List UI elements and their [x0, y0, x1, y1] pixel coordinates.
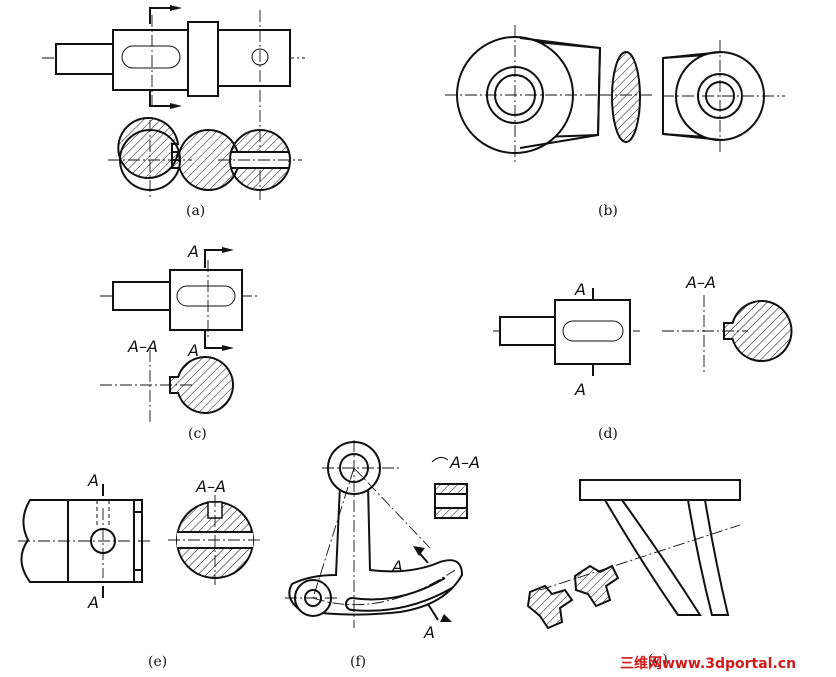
watermark-text: 三维网www.3dportal.cn [620, 655, 796, 672]
label-c-top: A [187, 242, 199, 261]
figure-e-part [18, 484, 152, 598]
label-f-cut-lower: A [423, 623, 435, 642]
label-c-bottom: A [187, 341, 199, 360]
label-d-bottom: A [574, 380, 586, 399]
figure-a-shaft [42, 5, 305, 200]
label-c-section: A–A [127, 337, 158, 356]
caption-f: (f) [350, 654, 366, 670]
caption-d: (d) [598, 426, 618, 442]
caption-c: (c) [188, 426, 207, 442]
label-e-bottom: A [87, 593, 99, 612]
caption-g: (g) [648, 652, 668, 668]
label-f-cut-upper: A [391, 557, 403, 576]
figure-a-section-right [218, 129, 302, 191]
caption-e: (e) [148, 654, 167, 670]
label-d-section: A–A [685, 273, 716, 292]
label-d-top: A [574, 280, 586, 299]
label-e-section: A–A [195, 477, 226, 496]
caption-a: (a) [186, 203, 205, 219]
figure-f-section [434, 483, 468, 519]
figure-d-shaft [493, 288, 640, 376]
figure-g-bracket [526, 479, 741, 630]
figure-b-link-left [445, 25, 602, 165]
figure-b-link-right [662, 40, 785, 155]
label-f-section: A–A [449, 453, 480, 472]
figure-f-lever [285, 440, 464, 628]
label-e-top: A [87, 471, 99, 490]
figure-c-section [100, 350, 234, 425]
caption-b: (b) [598, 203, 618, 219]
figure-b-section [600, 51, 655, 143]
figure-c-shaft [100, 247, 258, 351]
figure-a-section-left [108, 117, 240, 200]
figure-e-section [168, 495, 262, 585]
figure-d-section [662, 295, 793, 372]
arrow-f-section [431, 456, 449, 463]
